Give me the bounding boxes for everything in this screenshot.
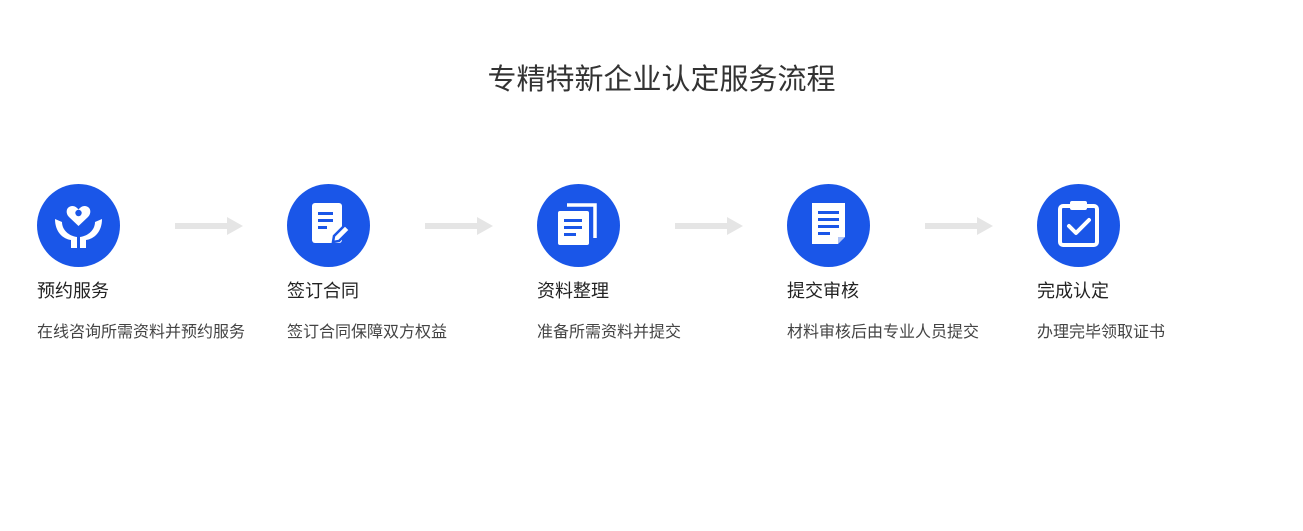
clipboard-check-icon <box>1037 184 1120 267</box>
heart-hands-icon <box>37 184 120 267</box>
arrow-right-icon <box>925 217 993 235</box>
step-description: 准备所需资料并提交 <box>537 322 682 341</box>
page-title: 专精特新企业认定服务流程 <box>487 62 836 96</box>
process-steps: 预约服务 在线咨询所需资料并预约服务 签订合同 签订合同保障双方权益 <box>37 184 1277 354</box>
documents-stack-icon <box>537 184 620 267</box>
step-appointment: 预约服务 在线咨询所需资料并预约服务 <box>37 184 287 341</box>
step-title: 签订合同 <box>287 281 359 302</box>
step-description: 在线咨询所需资料并预约服务 <box>37 322 246 341</box>
step-description: 签订合同保障双方权益 <box>287 322 448 341</box>
arrow-right-icon <box>675 217 743 235</box>
step-title: 完成认定 <box>1037 281 1109 302</box>
step-title: 提交审核 <box>787 281 859 302</box>
arrow-right-icon <box>175 217 243 235</box>
step-materials: 资料整理 准备所需资料并提交 <box>537 184 787 341</box>
step-description: 办理完毕领取证书 <box>1037 322 1166 341</box>
step-review: 提交审核 材料审核后由专业人员提交 <box>787 184 1037 341</box>
step-contract: 签订合同 签订合同保障双方权益 <box>287 184 537 341</box>
step-title: 预约服务 <box>37 281 109 302</box>
arrow-right-icon <box>425 217 493 235</box>
document-edit-icon <box>287 184 370 267</box>
step-description: 材料审核后由专业人员提交 <box>787 322 980 341</box>
step-title: 资料整理 <box>537 281 609 302</box>
document-list-icon <box>787 184 870 267</box>
step-complete: 完成认定 办理完毕领取证书 <box>1037 184 1287 341</box>
